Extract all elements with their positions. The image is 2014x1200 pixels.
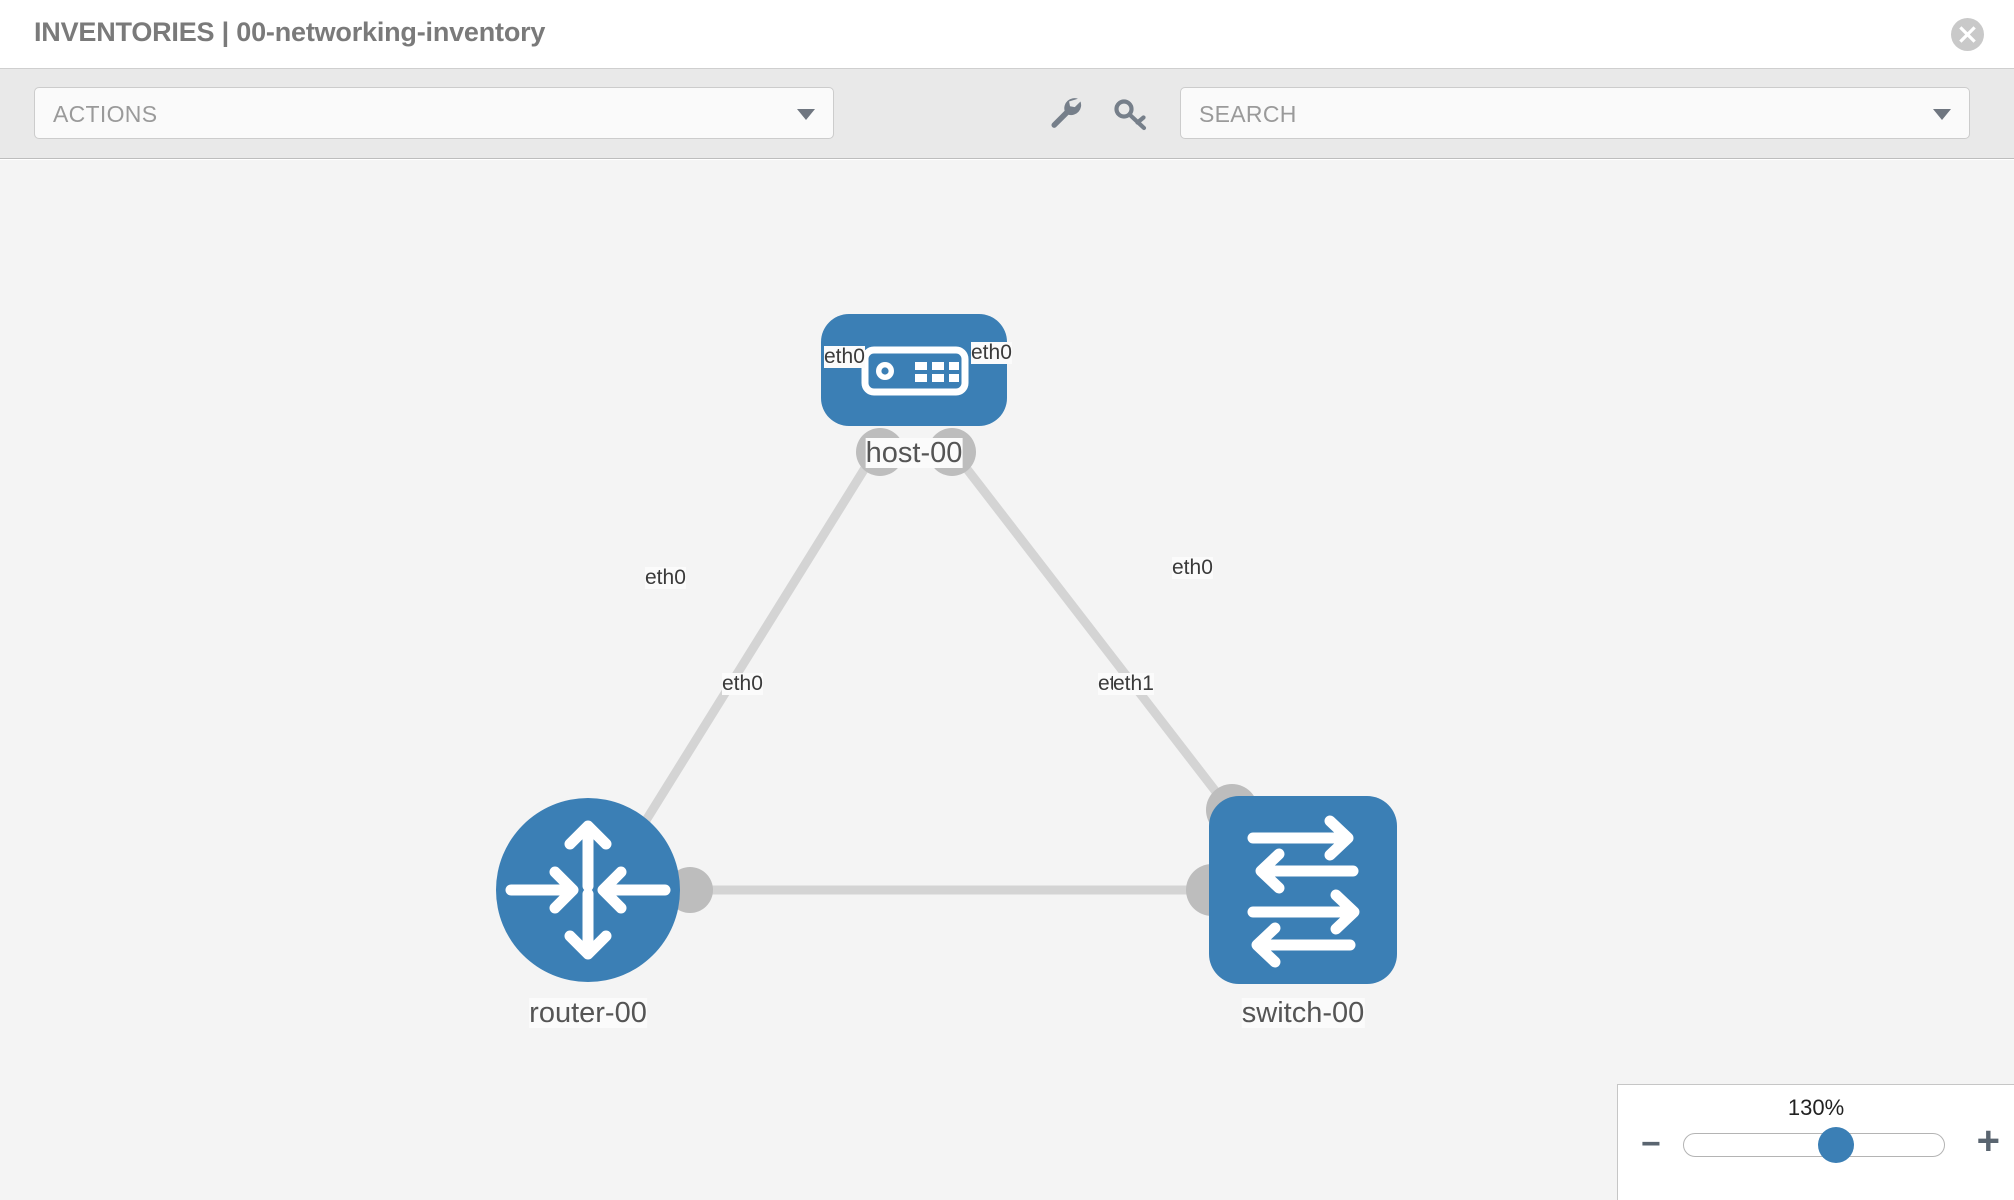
server-device-icon [861,346,969,396]
close-icon[interactable] [1951,18,1984,51]
connector-host-right [928,428,976,476]
connector-host-left [856,428,904,476]
node-switch-00 [1209,796,1397,984]
zoom-slider-thumb[interactable] [1818,1127,1854,1163]
zoom-in-button[interactable]: + [1976,1119,2000,1163]
zoom-out-button[interactable]: − [1641,1125,1661,1163]
topology-connectors [667,428,1258,916]
zoom-slider[interactable] [1683,1127,1945,1163]
topology-canvas[interactable]: eth0 eth0 eth0 eth0 eth0 eth0 eth1 host-… [0,160,2014,1200]
link-host-switch [956,457,1234,813]
link-host-router [636,457,874,833]
zoom-control-panel: 130% − + [1617,1084,2014,1200]
node-router-00 [496,798,680,982]
switch-arrows-icon [1247,815,1360,968]
topology-graph [496,314,1397,984]
actions-dropdown[interactable]: ACTIONS [34,87,834,139]
toolbar: ACTIONS SEARCH [0,69,2014,159]
key-icon[interactable] [1110,97,1152,131]
search-placeholder: SEARCH [1199,101,1297,127]
zoom-level-value: 130% [1787,1095,1845,1120]
page-title: INVENTORIES | 00-networking-inventory [34,17,546,47]
router-four-arrows-icon [505,820,671,960]
node-host-00 [821,314,1007,426]
wrench-icon[interactable] [1046,97,1088,131]
topology-links [636,457,1234,895]
search-input[interactable]: SEARCH [1180,87,1970,139]
chevron-down-icon [1933,109,1951,120]
chevron-down-icon [797,109,815,120]
page-header: INVENTORIES | 00-networking-inventory [0,0,2014,69]
actions-dropdown-label: ACTIONS [53,101,158,127]
